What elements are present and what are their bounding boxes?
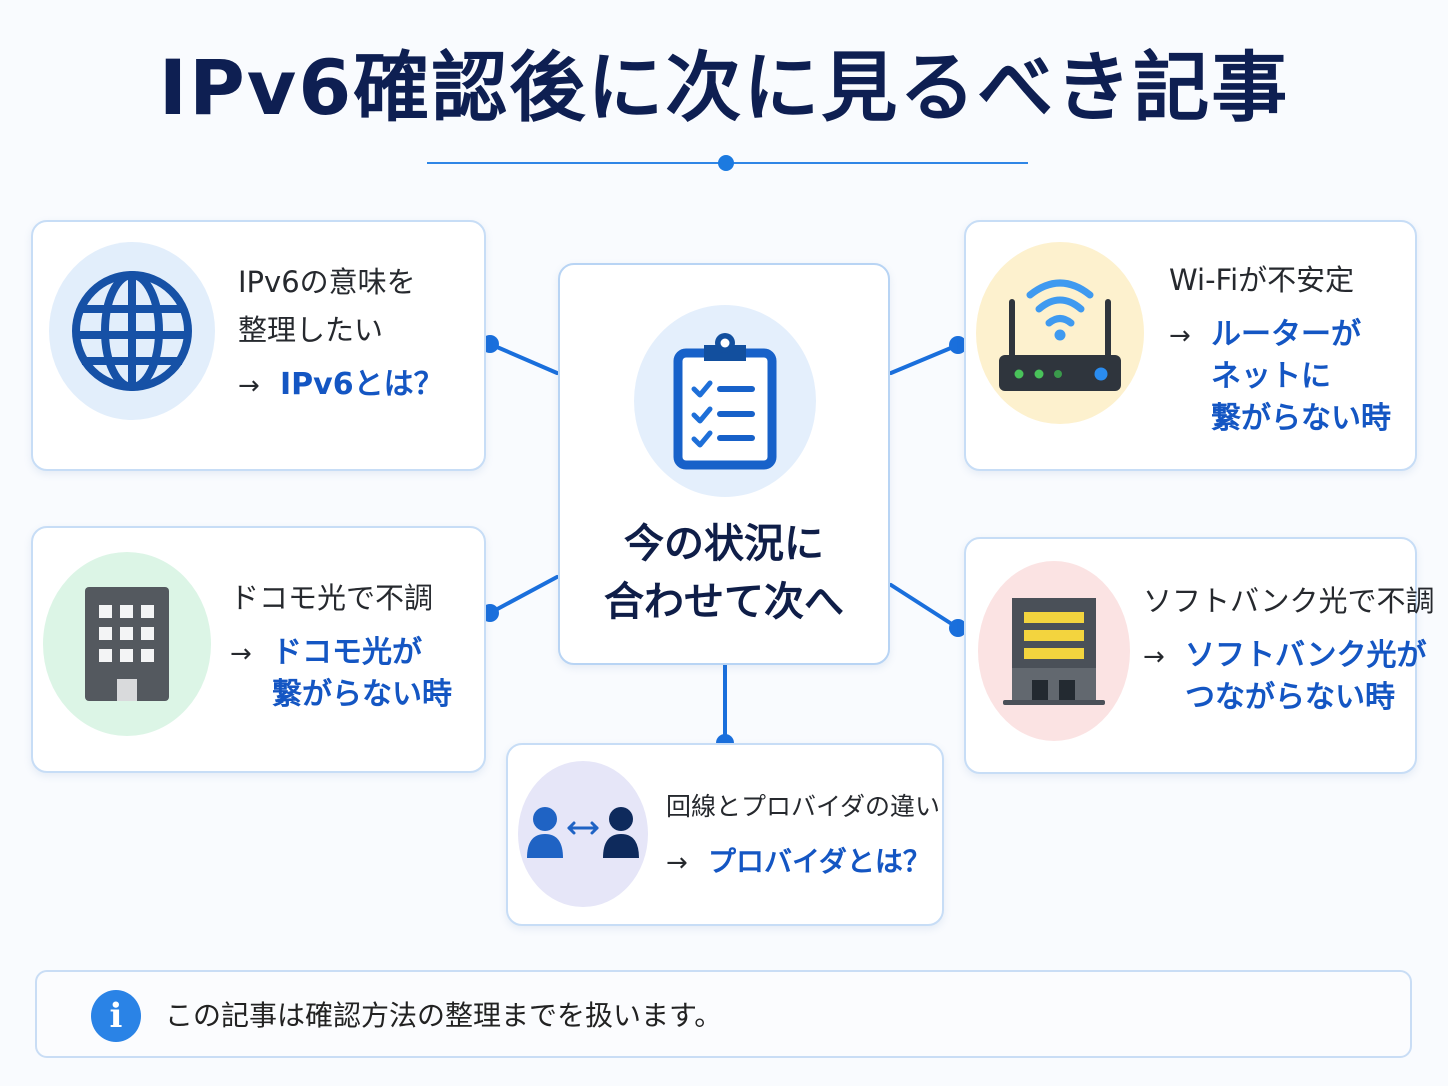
card-heading: ソフトバンク光で不調 [1143, 584, 1435, 618]
arrow-right-icon: → [238, 371, 260, 401]
center-label-line1: 今の状況に [624, 521, 824, 567]
wifi-router-icon [976, 242, 1144, 424]
link-softbank-not-connecting[interactable]: ソフトバンク光が つながらない時 [1185, 635, 1427, 719]
card-heading-line2: 整理したい [238, 313, 384, 347]
page-title: IPv6確認後に次に見るべき記事 [158, 43, 1290, 132]
connector-ipv6 [488, 342, 559, 375]
link-provider-what-is[interactable]: プロバイダとは？ [708, 845, 931, 878]
connector-wifi [889, 343, 960, 375]
arrow-right-icon: → [666, 848, 688, 878]
office-building-icon [978, 561, 1130, 741]
link-router-not-connecting[interactable]: ルーターが ネットに 繋がらない時 [1211, 314, 1391, 440]
scope-note-text: この記事は確認方法の整理までを扱います。 [165, 999, 723, 1032]
card-line-vs-provider[interactable]: 回線とプロバイダの違い → プロバイダとは？ [506, 743, 944, 926]
users-exchange-icon [518, 761, 648, 907]
arrow-right-icon: → [1143, 642, 1165, 672]
building-icon [43, 552, 211, 736]
card-heading: IPv6の意味を [238, 265, 416, 299]
link-line[interactable]: つながらない時 [1185, 680, 1395, 715]
center-label-line2: 合わせて次へ [604, 579, 844, 625]
info-icon: i [91, 990, 141, 1042]
card-ipv6-meaning[interactable]: IPv6の意味を 整理したい → IPv6とは？ [31, 220, 486, 471]
card-docomo-hikari[interactable]: ドコモ光で不調 → ドコモ光が 繋がらない時 [31, 526, 486, 773]
clipboard-checklist-icon [634, 305, 816, 497]
link-line[interactable]: 繋がらない時 [272, 677, 452, 712]
card-wifi-unstable[interactable]: Wi-Fiが不安定 → ルーターが ネットに 繋がらない時 [964, 220, 1417, 471]
connector-softbank [889, 583, 960, 630]
link-line[interactable]: ソフトバンク光が [1185, 638, 1427, 673]
card-heading: Wi-Fiが不安定 [1169, 263, 1355, 297]
card-heading: 回線とプロバイダの違い [666, 792, 941, 821]
link-ipv6-what-is[interactable]: IPv6とは？ [280, 367, 444, 402]
link-line[interactable]: ドコモ光が [272, 635, 422, 670]
link-docomo-not-connecting[interactable]: ドコモ光が 繋がらない時 [272, 632, 452, 716]
center-label: 今の状況に 合わせて次へ [560, 515, 888, 631]
center-hub-card: 今の状況に 合わせて次へ [558, 263, 890, 665]
globe-icon [49, 242, 215, 420]
card-softbank-hikari[interactable]: ソフトバンク光で不調 → ソフトバンク光が つながらない時 [964, 537, 1434, 774]
arrow-right-icon: → [1169, 321, 1191, 351]
title-divider-dot [718, 155, 734, 171]
connector-docomo [488, 575, 559, 615]
arrow-right-icon: → [230, 639, 252, 669]
link-line[interactable]: ルーターが [1211, 317, 1361, 352]
link-line[interactable]: 繋がらない時 [1211, 401, 1391, 436]
link-line[interactable]: ネットに [1211, 359, 1331, 394]
scope-note: i この記事は確認方法の整理までを扱います。 [35, 970, 1412, 1058]
card-heading: ドコモ光で不調 [230, 581, 434, 615]
